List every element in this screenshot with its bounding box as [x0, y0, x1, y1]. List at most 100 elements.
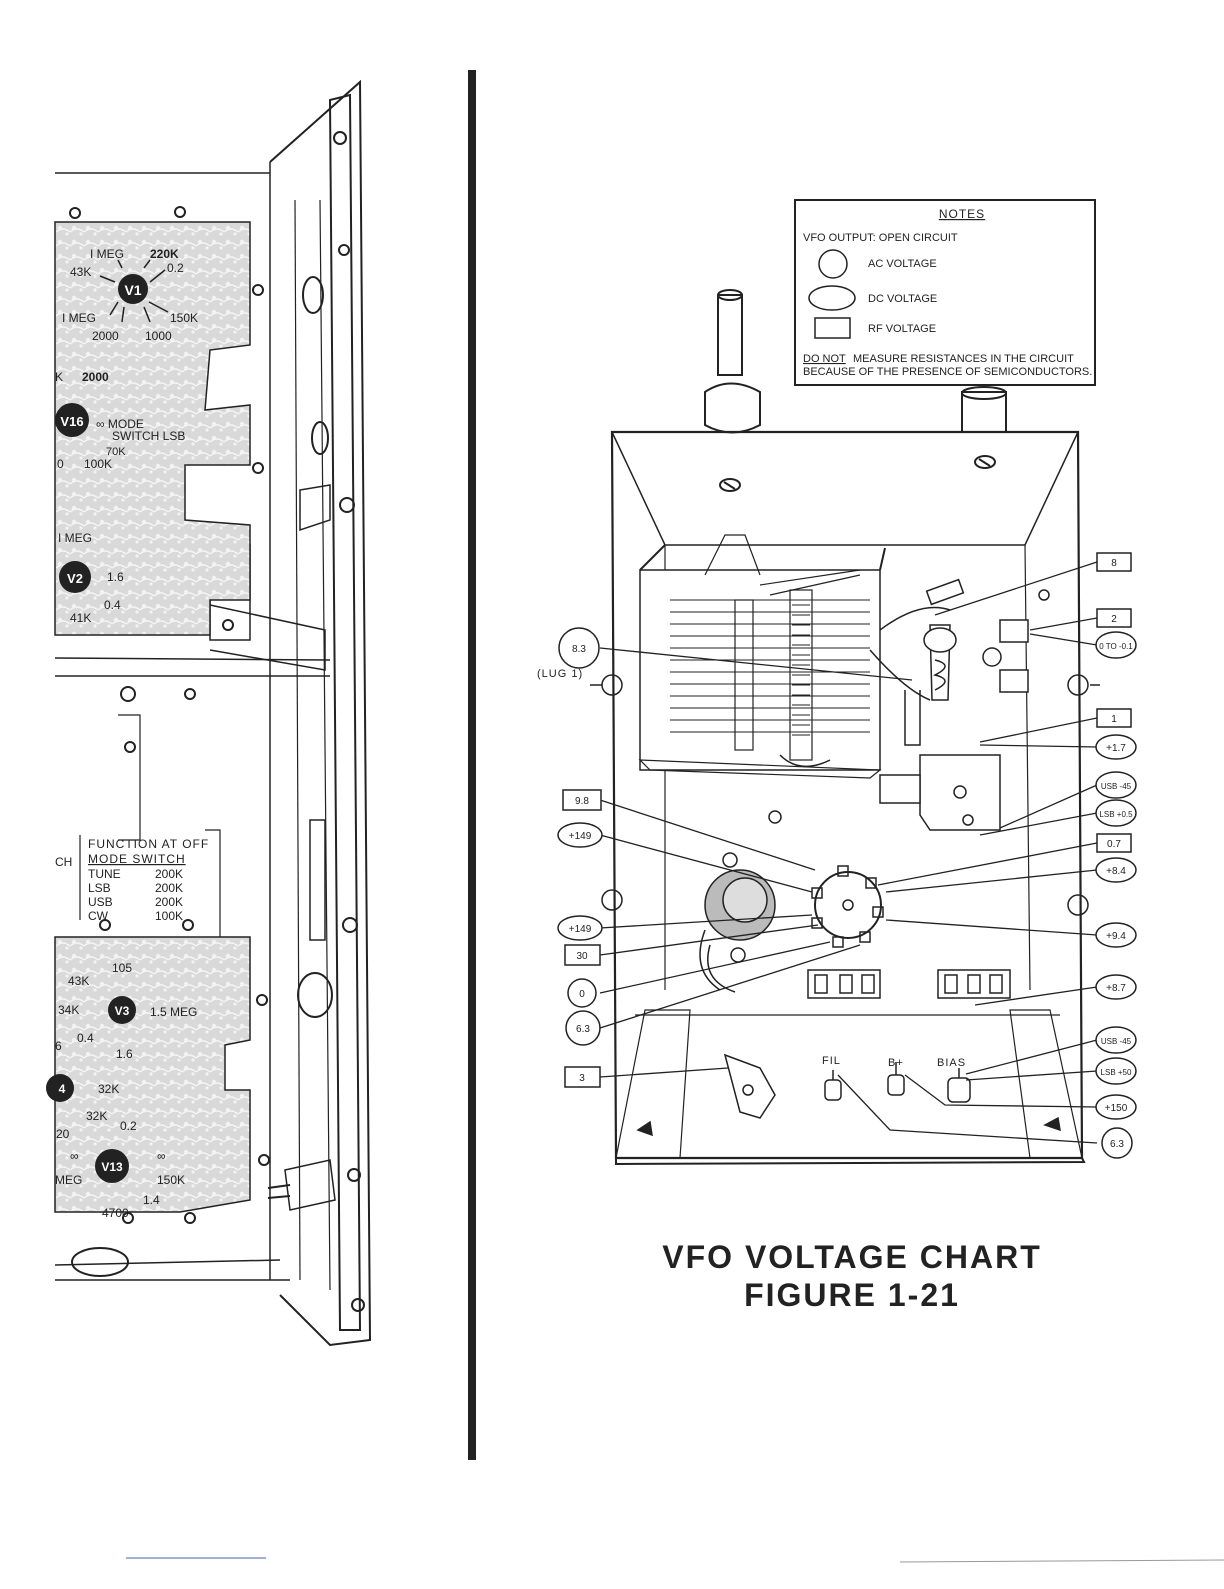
callout-0: 0: [579, 989, 585, 1000]
v3-label-6: 1.6: [116, 1047, 133, 1061]
legend-dc-label: DC VOLTAGE: [868, 293, 937, 305]
table-header-1: FUNCTION AT OFF: [88, 837, 209, 851]
v4-label-4: 20: [56, 1127, 70, 1141]
tube-v2: V2 I MEG 1.6 0.4 41K: [58, 531, 124, 625]
callout-usb-45-bottom: USB -45: [1101, 1037, 1132, 1046]
v2-label-4: 41K: [70, 611, 91, 625]
legend-rect-icon: [814, 317, 851, 339]
callout-8: 8: [1111, 558, 1117, 569]
vfo-chassis: [610, 289, 1086, 1166]
callout-plus150: +150: [1105, 1103, 1128, 1114]
v1-label-1: I MEG: [90, 247, 124, 261]
legend-circle-icon: [818, 249, 848, 279]
callout-plus8-7: +8.7: [1106, 983, 1126, 994]
fil-label: FIL: [822, 1055, 841, 1067]
v2-name: V2: [67, 571, 83, 586]
tube-v16: V16 K 2000 ∞ MODE SWITCH LSB 70K 100K 0: [55, 370, 185, 471]
v2-label-2: 1.6: [107, 570, 124, 584]
table-row-value-1: 200K: [155, 867, 183, 881]
v13-label-3: ∞: [157, 1149, 166, 1163]
table-left-fragment: CH: [55, 855, 72, 869]
table-row-mode-1: TUNE: [88, 867, 121, 881]
callout-plus9-4: +9.4: [1106, 931, 1126, 942]
notes-heading: NOTES: [939, 207, 985, 221]
notes-box: NOTES VFO OUTPUT: OPEN CIRCUIT AC VOLTAG…: [794, 199, 1096, 386]
notes-warning-emph: DO NOT: [803, 353, 846, 365]
callout-plus1-7: +1.7: [1106, 743, 1126, 754]
v1-label-2: 220K: [150, 247, 179, 261]
table-header-2: MODE SWITCH: [88, 852, 186, 866]
tube-v1: V1 I MEG 220K 43K 0.2 I MEG 150K 2000 10…: [62, 247, 198, 343]
table-row-value-3: 200K: [155, 895, 183, 909]
notes-warning-rest: MEASURE RESISTANCES IN THE CIRCUIT: [853, 353, 1074, 365]
table-row-mode-4: CW: [88, 909, 109, 923]
v3-label-1: 105: [112, 961, 132, 975]
figure-number: FIGURE 1-21: [744, 1277, 960, 1313]
legend-ellipse-icon: [808, 285, 856, 311]
callout-leaders: [599, 561, 1098, 1144]
v4-label-1: 6: [55, 1039, 62, 1053]
callout-lsb-plus50: LSB +50: [1101, 1068, 1132, 1077]
v13-label-1: 0.2: [120, 1119, 137, 1133]
callout-2: 2: [1111, 614, 1117, 625]
v16-label-1: K: [55, 370, 63, 384]
v13-label-4: MEG: [55, 1173, 82, 1187]
v3-label-2: 43K: [68, 974, 89, 988]
bias-label: BIAS: [937, 1057, 966, 1069]
v13-label-7: 4700: [102, 1206, 129, 1220]
table-row-value-2: 200K: [155, 881, 183, 895]
tube-v4: 4 6 32K 32K 20: [46, 1039, 119, 1141]
v1-label-3: 43K: [70, 265, 91, 279]
v16-label-4: SWITCH LSB: [112, 429, 185, 443]
v3-name: V3: [115, 1004, 130, 1018]
callout-6-3-left: 6.3: [576, 1024, 590, 1035]
v1-label-6: 150K: [170, 311, 198, 325]
callout-8-3: 8.3: [572, 644, 586, 655]
table-row-value-4: 100K: [155, 909, 183, 923]
callout-usb-45-top: USB -45: [1101, 782, 1132, 791]
legend-ac-label: AC VOLTAGE: [868, 258, 937, 270]
left-chassis: [54, 79, 372, 1347]
callout-texts: 8 2 0 TO -0.1 8.3 1 +1.7 USB -45 LSB +0.…: [569, 558, 1134, 1150]
v16-label-5: 70K: [106, 446, 126, 458]
v3-label-5: 0.4: [77, 1031, 94, 1045]
pcb-upper: [54, 221, 251, 636]
table-row-mode-3: USB: [88, 895, 113, 909]
bottom-rule-right: [899, 1559, 1224, 1563]
callout-0-to-minus01: 0 TO -0.1: [1099, 642, 1133, 651]
v16-label-2: 2000: [82, 370, 109, 384]
v13-label-5: 150K: [157, 1173, 185, 1187]
tube-v13: V13 0.2 ∞ ∞ MEG 150K 1.4 4700: [55, 1119, 185, 1220]
callout-plus149-bottom: +149: [569, 924, 592, 935]
notes-warning-line2: BECAUSE OF THE PRESENCE OF SEMICONDUCTOR…: [803, 366, 1092, 378]
v4-label-3: 32K: [86, 1109, 107, 1123]
callout-3: 3: [579, 1073, 585, 1084]
v4-name: 4: [59, 1082, 66, 1096]
v2-label-1: I MEG: [58, 531, 92, 545]
figure-title: VFO VOLTAGE CHART: [662, 1239, 1041, 1275]
function-at-off-table: CH FUNCTION AT OFF MODE SWITCH TUNE 200K…: [55, 835, 209, 923]
v13-name: V13: [101, 1160, 123, 1174]
pcb-lower: [54, 936, 251, 1213]
v1-label-8: 1000: [145, 329, 172, 343]
callout-plus149-top: +149: [569, 831, 592, 842]
v16-name: V16: [60, 414, 83, 429]
callout-1: 1: [1111, 714, 1117, 725]
callout-30: 30: [576, 951, 588, 962]
v1-label-7: 2000: [92, 329, 119, 343]
v13-label-6: 1.4: [143, 1193, 160, 1207]
v1-label-5: I MEG: [62, 311, 96, 325]
callout-6-3-right: 6.3: [1110, 1139, 1124, 1150]
vertical-divider: [468, 70, 476, 1460]
v16-label-6: 100K: [84, 457, 112, 471]
v16-label-3: ∞ MODE: [96, 417, 144, 431]
table-row-mode-2: LSB: [88, 881, 111, 895]
bplus-label: B+: [888, 1057, 904, 1069]
callout-9-8: 9.8: [575, 796, 589, 807]
v2-label-3: 0.4: [104, 598, 121, 612]
v3-label-3: 34K: [58, 1003, 79, 1017]
vfo-components: [590, 578, 1100, 1137]
callout-0-7: 0.7: [1107, 839, 1121, 850]
